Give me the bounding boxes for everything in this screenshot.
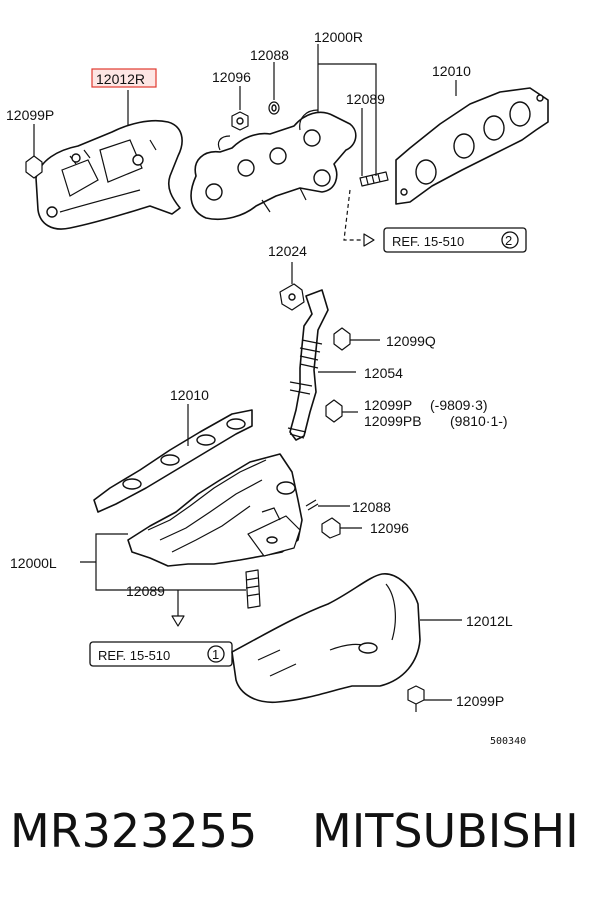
brand-name: MITSUBISHI bbox=[312, 804, 579, 858]
label-12099q: 12099Q bbox=[386, 333, 436, 349]
label-12096-top: 12096 bbox=[212, 69, 251, 85]
label-12096-mid: 12096 bbox=[370, 520, 409, 536]
ref-15-510-2-box: REF. 15-510 2 bbox=[383, 227, 527, 253]
label-12089-top: 12089 bbox=[346, 91, 385, 107]
washer-12088-top-part bbox=[268, 62, 280, 115]
label-12000r: 12000R bbox=[314, 29, 363, 45]
bolt-12099p-bot-part bbox=[407, 685, 452, 712]
gasket-12010-top-part bbox=[395, 87, 549, 205]
label-12099p-bot: 12099P bbox=[456, 693, 504, 709]
washer-12088-mid-part bbox=[305, 499, 350, 511]
label-12024: 12024 bbox=[268, 243, 307, 259]
footer: MR323255 MITSUBISHI bbox=[0, 804, 600, 874]
ref-top-text: REF. 15-510 bbox=[392, 234, 464, 249]
heat-shield-left-part bbox=[231, 573, 462, 704]
drawing-number: 500340 bbox=[490, 736, 526, 747]
label-12088-top: 12088 bbox=[250, 47, 289, 63]
label-12012r: 12012R bbox=[96, 71, 145, 87]
ref-top-number: 2 bbox=[505, 233, 512, 248]
label-12012l: 12012L bbox=[466, 613, 513, 629]
label-12088-mid: 12088 bbox=[352, 499, 391, 515]
label-12010-top: 12010 bbox=[432, 63, 471, 79]
label-12099pb-range: (9810·1-) bbox=[450, 413, 508, 429]
nut-12096-top-part bbox=[231, 86, 249, 131]
exhaust-manifold-right-part bbox=[190, 109, 357, 221]
label-12099p-mid: 12099P bbox=[364, 397, 412, 413]
label-12089-bot: 12089 bbox=[126, 583, 165, 599]
label-12099p-mid-range: (-9809·3) bbox=[430, 397, 488, 413]
ref-bot-number: 1 bbox=[212, 647, 219, 662]
label-12010-mid: 12010 bbox=[170, 387, 209, 403]
gasket-12010-mid-part bbox=[93, 404, 253, 513]
bolt-12099p-pb-mid-part bbox=[325, 399, 358, 423]
label-12054: 12054 bbox=[364, 365, 403, 381]
part-number: MR323255 bbox=[10, 804, 258, 858]
gasket-12024-part bbox=[279, 262, 305, 311]
label-12099p-top: 12099P bbox=[6, 107, 54, 123]
stud-12089-top-part bbox=[359, 171, 389, 187]
ref-15-510-1-box: REF. 15-510 1 bbox=[89, 641, 233, 667]
pipe-12054-part bbox=[287, 289, 356, 441]
heat-shield-right-part bbox=[35, 119, 183, 230]
bolt-12099q-part bbox=[333, 327, 380, 351]
label-12099pb: 12099PB bbox=[364, 413, 422, 429]
label-12000l: 12000L bbox=[10, 555, 57, 571]
ref-bot-text: REF. 15-510 bbox=[98, 648, 170, 663]
nut-12096-mid-part bbox=[321, 517, 362, 539]
highlight-box bbox=[91, 68, 157, 88]
bolt-12099p-top-part bbox=[25, 126, 43, 179]
stud-12089-bot-part bbox=[245, 569, 261, 609]
exhaust-manifold-left-part bbox=[127, 453, 303, 567]
